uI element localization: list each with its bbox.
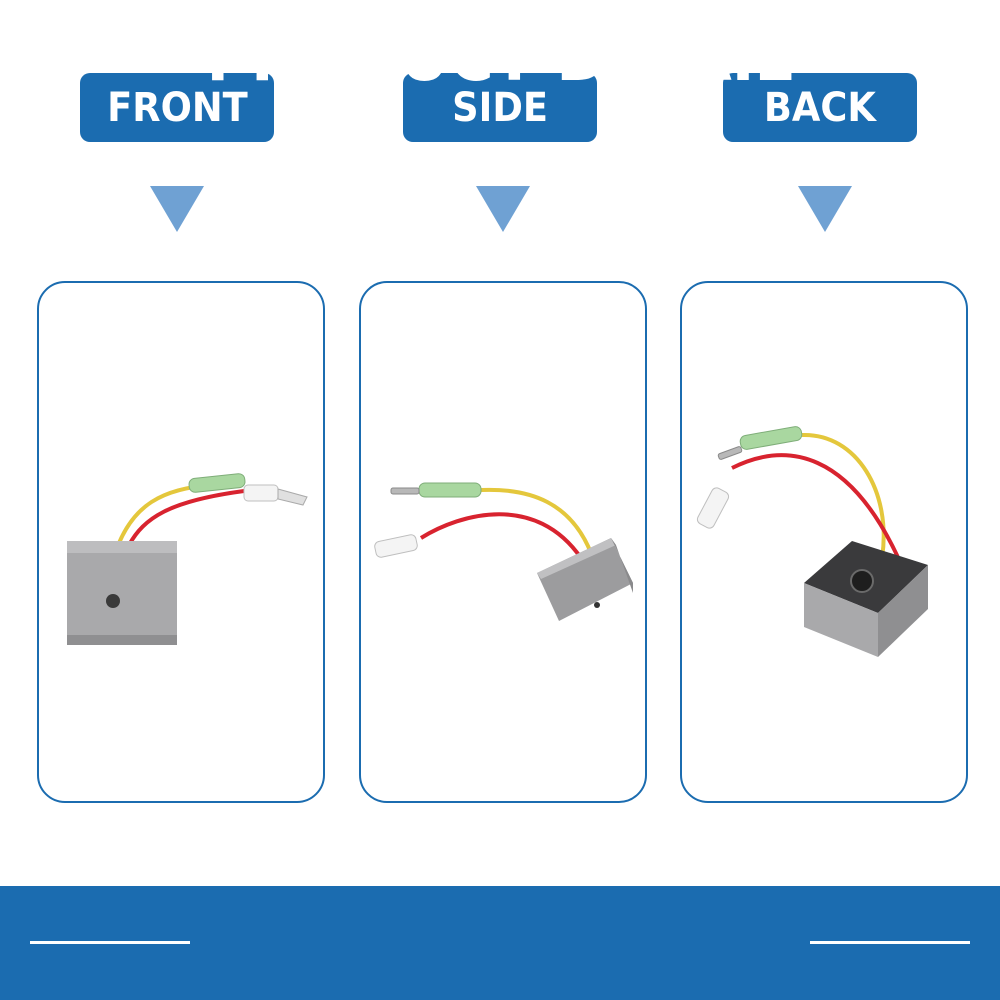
product-photo-front (37, 281, 325, 803)
footer-title: PRODUCT DETAIL (0, 0, 1000, 114)
down-arrow-icon (476, 186, 530, 232)
view-label-back: BACK (763, 84, 877, 131)
view-tab-side: SIDE (403, 73, 597, 142)
view-label-front: FRONT (106, 84, 248, 131)
voltage-regulator-front-image (67, 473, 308, 645)
product-photo-side (359, 281, 647, 803)
voltage-regulator-side-image (374, 482, 633, 621)
footer-divider-right (810, 941, 970, 944)
footer-title-text: PRODUCT DETAIL (206, 18, 794, 96)
voltage-regulator-back-image (696, 426, 928, 657)
view-tab-back: BACK (723, 73, 917, 142)
down-arrow-icon (798, 186, 852, 232)
product-photo-back (680, 281, 968, 803)
footer-divider-left (30, 941, 190, 944)
view-label-side: SIDE (452, 84, 548, 131)
view-tab-front: FRONT (80, 73, 274, 142)
down-arrow-icon (150, 186, 204, 232)
